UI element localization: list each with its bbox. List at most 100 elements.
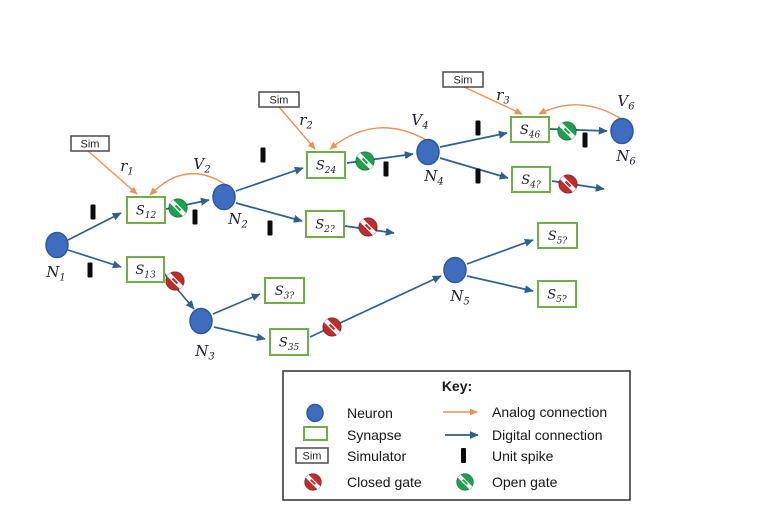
synapse-label-s4q: S4? [521, 173, 541, 191]
synapse-s24 [306, 151, 346, 179]
closed-gate-icon-s4q [558, 174, 578, 194]
unit-spike [260, 147, 266, 163]
neuron-n5 [443, 256, 467, 284]
neuron-label-n3: N3 [194, 342, 215, 363]
key-synapse-label: Synapse [347, 427, 402, 443]
open-gate-icon-s24 [355, 151, 375, 171]
unit-spike [87, 262, 93, 278]
synapses: S12 S13 S24 S2? S46 S4? S3? S35 S5? S5? [126, 116, 578, 356]
voltage-label-v2: V2 [193, 155, 210, 176]
key-closed-gate-label: Closed gate [347, 474, 422, 490]
gates [165, 121, 578, 337]
digital-connection-n5-s5qb [466, 275, 534, 294]
synapse-label-s5q-top: S5? [548, 229, 568, 247]
key-closed-gate-icon [304, 473, 322, 491]
synapse-s5q-bottom [537, 280, 577, 308]
unit-spike [475, 168, 481, 184]
simulator-box-3 [442, 71, 484, 88]
closed-gate-icon-s35 [322, 317, 342, 337]
key-unit-spike-icon [461, 448, 466, 463]
neuron-label-n4: N4 [423, 167, 444, 188]
key-panel: Key: Neuron Synapse Sim Simulator Closed… [282, 370, 631, 501]
key-neuron-icon [306, 403, 324, 423]
unit-spike [192, 209, 198, 225]
simulators: Sim Sim Sim [70, 71, 484, 152]
key-title: Key: [442, 378, 472, 394]
neuron-label-n1: N1 [45, 263, 66, 284]
key-open-gate-icon [456, 473, 474, 491]
simulator-label-2: Sim [270, 95, 289, 107]
key-digital-label: Digital connection [492, 427, 603, 443]
closed-gate-icon-s13 [165, 271, 185, 291]
synapse-label-s46: S46 [520, 123, 541, 141]
digital-connection-n1-s13 [67, 249, 122, 269]
neuron-label-n6: N6 [615, 147, 636, 168]
neuron-n4 [416, 138, 440, 166]
analog-connection-n2-s12-v2 [149, 172, 227, 196]
closed-gate-icon-s2q [358, 217, 378, 237]
synapse-s5q-top [537, 222, 578, 249]
key-analog-label: Analog connection [492, 404, 607, 420]
synapse-label-s3q: S3? [275, 284, 295, 302]
synapse-label-s5q-bottom: S5? [547, 288, 567, 306]
digital-connection-n3-s35 [213, 326, 266, 342]
neurons: N1 N2 N3 N4 N5 N6 [45, 117, 636, 363]
unit-spike [267, 220, 273, 236]
synapse-s35 [269, 328, 309, 356]
rate-label-r2: r2 [299, 111, 313, 132]
analog-connection-sim3-s46 [463, 86, 523, 115]
synapse-label-s35: S35 [279, 336, 300, 354]
synapse-s2q [305, 210, 345, 238]
synapse-label-s24: S24 [316, 159, 337, 177]
unit-spike [90, 204, 96, 220]
neuron-label-n5: N5 [449, 287, 470, 308]
digital-connection-n3-s3q [212, 293, 261, 315]
synapse-s4q [511, 166, 551, 193]
key-simulator-icon [295, 447, 329, 464]
key-synapse-icon [303, 426, 328, 441]
digital-connection-n2-s2q [235, 202, 303, 223]
synapse-label-s2q: S2? [315, 218, 335, 236]
neuron-n1 [45, 231, 69, 259]
voltage-label-v4: V4 [411, 111, 428, 132]
analog-connection-n4-s24-v4 [329, 127, 429, 150]
digital-connection-n2-s24 [235, 166, 304, 192]
unit-spikes [87, 120, 588, 278]
analog-connection-n6-s46-v6 [538, 104, 624, 121]
key-neuron-label: Neuron [347, 405, 393, 421]
analog-connection-sim2-s24 [278, 106, 316, 150]
open-gate-icon-s46 [557, 121, 577, 141]
voltage-label-v6: V6 [617, 92, 635, 113]
key-simulator-label: Simulator [347, 448, 406, 464]
neuron-n6 [610, 117, 634, 145]
unit-spike [475, 120, 481, 136]
digital-connection-n4-s46 [439, 130, 508, 148]
digital-connection-n4-s4q [439, 157, 509, 180]
digital-connection-n5-s5qa [466, 239, 534, 265]
key-simulator-icon-label: Sim [303, 451, 322, 463]
synapse-label-s12: S12 [136, 204, 157, 222]
rate-label-r3: r3 [496, 86, 510, 107]
neuron-n3 [189, 307, 213, 335]
synapse-s13 [126, 256, 165, 283]
unit-spike [582, 132, 588, 148]
analog-connection-sim1-s12 [87, 150, 138, 195]
synapse-s3q [264, 277, 305, 304]
neuron-label-n2: N2 [227, 210, 248, 231]
synapse-s46 [510, 116, 550, 143]
synapse-s12 [126, 196, 166, 224]
annotations: r1 r2 r3 V2 V4 V6 [120, 86, 635, 178]
key-unit-spike-label: Unit spike [492, 448, 554, 464]
digital-connection-n1-s12 [67, 212, 122, 241]
simulator-box-1 [70, 135, 110, 152]
open-gate-icon-s12 [168, 198, 188, 218]
simulator-label-1: Sim [81, 139, 100, 151]
key-open-gate-label: Open gate [492, 474, 558, 490]
unit-spike [383, 161, 389, 177]
simulator-box-2 [258, 91, 300, 108]
simulator-label-3: Sim [454, 75, 473, 87]
synapse-label-s13: S13 [135, 263, 156, 281]
rate-label-r1: r1 [120, 157, 134, 178]
analog-connections [87, 86, 624, 196]
